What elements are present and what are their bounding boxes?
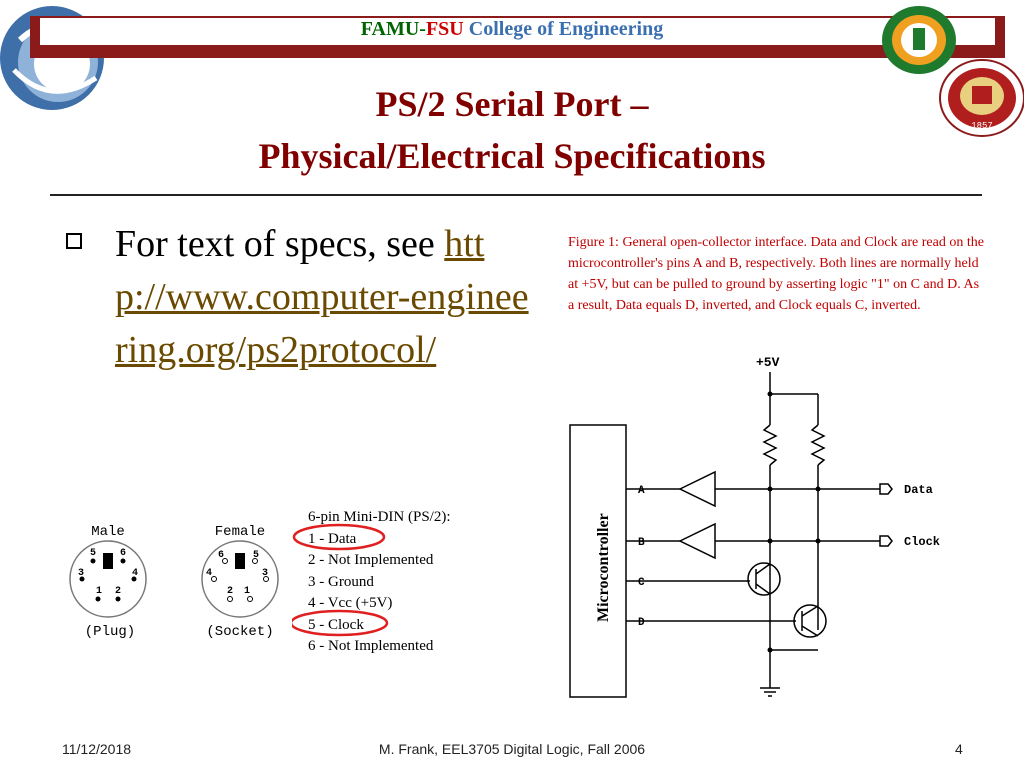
female-pin-4: 4: [206, 568, 212, 579]
pin-b-label: B: [638, 537, 645, 549]
footer-date: 11/12/2018: [62, 741, 132, 757]
title-divider: [50, 194, 982, 196]
male-pin-1: 1: [96, 586, 102, 597]
female-label: Female: [215, 524, 265, 540]
clock-output-label: Clock: [904, 535, 940, 549]
microcontroller-label: Microcontroller: [595, 513, 612, 622]
female-connector-icon: [201, 540, 279, 618]
pinout-item: 6 - Not Implemented: [308, 638, 434, 654]
female-pin-6: 6: [218, 550, 224, 561]
figure-caption: Figure 1: General open-collector interfa…: [568, 235, 984, 313]
pinout-item: 4 - Vcc (+5V): [308, 595, 393, 611]
bullet-square-icon: [66, 233, 82, 249]
male-pin-2: 2: [115, 586, 121, 597]
male-connector-icon: [69, 540, 147, 618]
pin-highlight-annotations: [292, 523, 389, 637]
pinout-item: 1 - Data: [308, 530, 357, 547]
data-output-label: Data: [904, 483, 933, 497]
title-line-2: Physical/Electrical Specifications: [258, 136, 766, 176]
pinout-item: 2 - Not Implemented: [308, 552, 434, 568]
ps2-connector-diagram: Male Female (Plug) (Socket) 5 6 3 4 1 2 …: [69, 524, 279, 640]
spec-link[interactable]: http://www.computer-engineering.org/ps2p…: [115, 223, 529, 371]
male-pin-5: 5: [90, 548, 96, 559]
header-dash: -: [419, 18, 426, 40]
male-label: Male: [91, 524, 125, 540]
pinout-item: 3 - Ground: [308, 573, 374, 590]
data-pin-highlight: [292, 523, 386, 551]
header-college: College of Engineering: [463, 18, 664, 40]
bullet-item: For text of specs, see http://www.comput…: [115, 218, 535, 377]
header-title: FAMU-FSU College of Engineering: [0, 18, 1024, 41]
fsu-seal-icon: 1857: [939, 59, 1024, 137]
bullet-text: For text of specs, see: [115, 223, 445, 265]
female-pin-5: 5: [253, 550, 259, 561]
slide-title: PS/2 Serial Port – Physical/Electrical S…: [0, 78, 1024, 182]
socket-label: (Socket): [206, 624, 273, 640]
microcontroller-box: [569, 424, 627, 698]
title-line-1: PS/2 Serial Port –: [375, 84, 649, 124]
male-pin-6: 6: [120, 548, 126, 559]
pinout-item: 5 - Clock: [308, 616, 364, 633]
vcc-label: +5V: [756, 355, 780, 370]
footer-course: M. Frank, EEL3705 Digital Logic, Fall 20…: [378, 741, 646, 757]
header-famu: FAMU: [360, 18, 420, 40]
female-pin-3: 3: [262, 568, 268, 579]
pin-d-label: D: [638, 617, 645, 629]
header-fsu: FSU: [425, 18, 464, 40]
pinout-title: 6-pin Mini-DIN (PS/2):: [308, 509, 451, 525]
male-pin-3: 3: [78, 568, 84, 579]
plug-label: (Plug): [85, 624, 135, 640]
famu-seal-icon: [882, 6, 956, 74]
header-bar: [30, 16, 1005, 58]
pinout-list: 6-pin Mini-DIN (PS/2): 1 - Data 2 - Not …: [308, 507, 451, 658]
page-number: 4: [955, 741, 963, 757]
female-pin-2: 2: [227, 586, 233, 597]
open-collector-circuit-diagram: +5V A B C D Data Clock Microcontroller: [569, 355, 940, 698]
male-pin-4: 4: [132, 568, 138, 579]
female-pin-1: 1: [244, 586, 250, 597]
fsu-seal-year: 1857: [971, 121, 993, 131]
clock-pin-highlight: [292, 609, 389, 637]
pin-a-label: A: [638, 485, 645, 497]
pin-c-label: C: [638, 577, 645, 589]
